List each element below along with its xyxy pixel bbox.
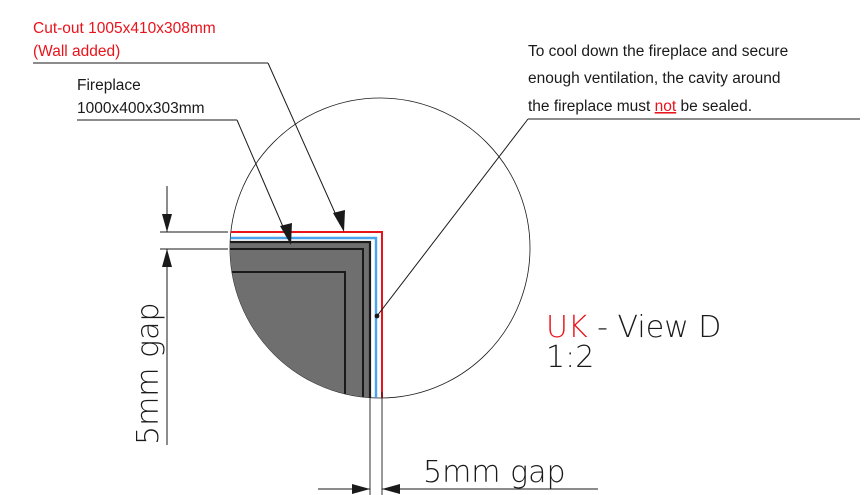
vgap-label: 5mm gap	[131, 303, 166, 446]
note-line1: To cool down the fireplace and secure	[528, 43, 788, 60]
note-leader	[376, 118, 529, 317]
cutout-label-line1: Cut-out 1005x410x308mm	[33, 20, 216, 37]
fireplace-outer-edge	[230, 248, 364, 398]
fireplace-leader-arrow	[280, 223, 292, 245]
gap-line-blue	[230, 236, 378, 398]
vgap-arrow-top	[162, 214, 172, 232]
note-line3-post: be sealed.	[676, 98, 752, 115]
fireplace-leader	[236, 119, 288, 237]
hgap-arrow-left	[352, 484, 370, 494]
note-leader-dot	[374, 313, 380, 319]
cutout-label-line2: (Wall added)	[33, 43, 120, 60]
note-line3-not: not	[655, 98, 677, 115]
note-line2: enough ventilation, the cavity around	[528, 70, 780, 87]
view-scale: 1:2	[546, 340, 594, 375]
cutout-leader	[267, 62, 341, 225]
vgap-arrow-bottom	[162, 249, 172, 267]
fireplace-label-line1: Fireplace	[77, 77, 141, 94]
view-title: UK - View D	[546, 310, 721, 345]
note-line3-pre: the fireplace must	[528, 98, 655, 115]
hgap-label: 5mm gap	[423, 455, 566, 490]
fireplace-inner-edge	[230, 271, 346, 398]
note-line3: the fireplace must not be sealed.	[528, 98, 752, 115]
cutout-line-red	[230, 231, 383, 398]
fireplace-label-line2: 1000x400x303mm	[77, 100, 205, 117]
cutout-leader-arrow	[333, 210, 345, 232]
fireplace-section	[230, 231, 383, 398]
view-name: - View D	[588, 310, 722, 345]
view-region: UK	[546, 310, 588, 345]
hgap-arrow-right	[382, 484, 400, 494]
